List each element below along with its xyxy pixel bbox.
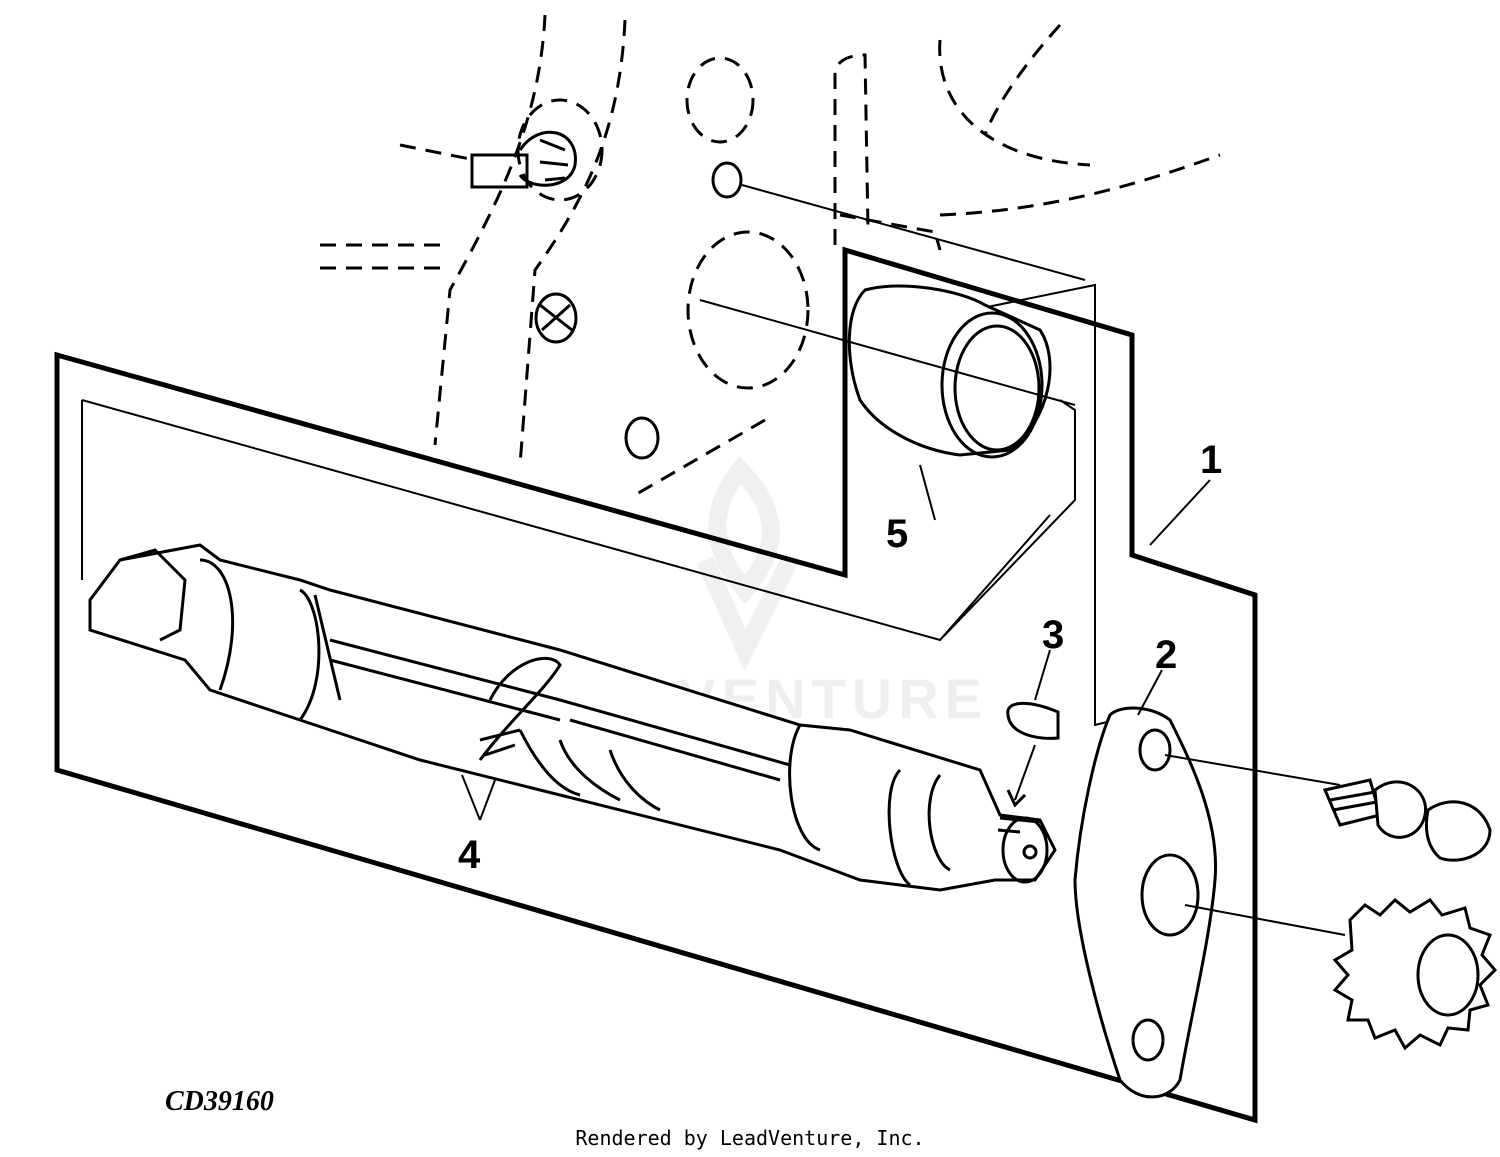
callout-5: 5 (886, 512, 908, 556)
frame-guide-lines (81, 399, 1076, 642)
key-part-3 (1006, 701, 1060, 808)
gear (1332, 897, 1498, 1051)
footer-credit: Rendered by LeadVenture, Inc. (575, 1126, 924, 1150)
cap-screw (1322, 778, 1492, 862)
callout-2: 2 (1155, 633, 1177, 677)
callout-1: 1 (1200, 438, 1222, 482)
shaft-assembly-part-4 (88, 543, 1057, 892)
small-nuts-phantom (534, 161, 1086, 460)
engine-block-phantom (320, 14, 1221, 497)
callout-3: 3 (1042, 613, 1064, 657)
watermark-logo-icon (696, 456, 799, 672)
bushing-part-5 (699, 284, 1076, 459)
figure-code: CD39160 (165, 1086, 274, 1117)
oil-plug-phantom (470, 98, 604, 202)
cover-plate-part-2 (1073, 706, 1346, 1099)
callout-leaders (461, 464, 1211, 821)
callout-frame (54, 246, 1258, 1124)
callout-4: 4 (458, 833, 481, 877)
